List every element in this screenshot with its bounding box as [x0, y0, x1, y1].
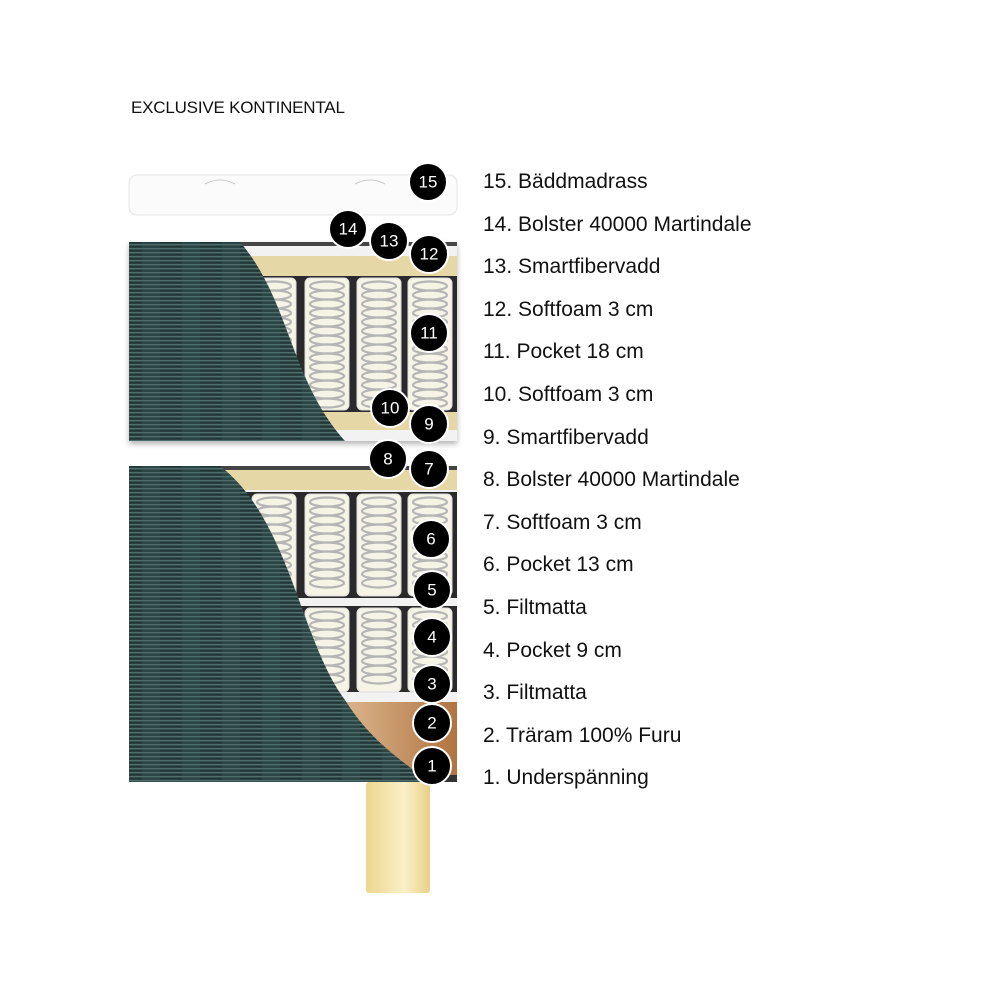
layer-label-12: 12. Softfoam 3 cm: [483, 297, 654, 321]
layer-label-3: 3. Filtmatta: [483, 681, 587, 705]
badge-number: 10: [381, 399, 400, 418]
layer-label-5: 5. Filtmatta: [483, 596, 587, 619]
cover-fabric: [129, 466, 430, 782]
badge-number: 9: [424, 415, 433, 434]
badge-number: 7: [424, 460, 433, 479]
badge-number: 1: [427, 757, 436, 776]
layer-badge-1: 1: [412, 746, 452, 786]
layer-badge-6: 6: [411, 519, 451, 559]
badge-number: 5: [427, 581, 436, 600]
layer-label-11: 11. Pocket 18 cm: [483, 340, 644, 364]
bed-leg: [366, 782, 430, 893]
cover-fabric: [129, 242, 345, 441]
layer-badge-9: 9: [409, 404, 449, 444]
layer-label-7: 7. Softfoam 3 cm: [483, 510, 642, 534]
badge-number: 15: [419, 173, 438, 192]
layer-badge-5: 5: [412, 570, 452, 610]
layer-badge-12: 12: [409, 234, 449, 274]
layer-label-2: 2. Träram 100% Furu: [483, 723, 682, 747]
layer-badge-4: 4: [412, 617, 452, 657]
layer-badge-13: 13: [369, 221, 409, 261]
layer-label-1: 1. Underspänning: [483, 766, 649, 790]
layer-label-10: 10. Softfoam 3 cm: [483, 383, 654, 406]
badge-number: 6: [426, 530, 435, 549]
layer-badge-8: 8: [368, 439, 408, 479]
topper-mattress: [128, 174, 458, 216]
spring-pocket: [356, 277, 402, 411]
layer-label-4: 4. Pocket 9 cm: [483, 638, 622, 662]
spring-pocket: [304, 493, 350, 597]
badge-number: 13: [380, 232, 399, 251]
badge-number: 4: [427, 628, 436, 647]
layer-badge-14: 14: [328, 209, 368, 249]
layer-badge-10: 10: [370, 388, 410, 428]
product-title: EXCLUSIVE KONTINENTAL: [131, 98, 345, 117]
layer-badge-7: 7: [409, 449, 449, 489]
layer-label-13: 13. Smartfibervadd: [483, 255, 661, 279]
layer-badge-15: 15: [408, 162, 448, 202]
badge-number: 2: [427, 714, 436, 733]
spring-pocket: [304, 277, 350, 411]
spring-pocket: [356, 493, 402, 597]
badge-number: 12: [420, 245, 439, 264]
layer-badge-2: 2: [412, 703, 452, 743]
layer-label-8: 8. Bolster 40000 Martindale: [483, 468, 740, 492]
layer-label-6: 6. Pocket 13 cm: [483, 553, 634, 577]
badge-number: 8: [383, 450, 392, 469]
spring-pocket: [356, 607, 402, 693]
badge-number: 11: [420, 324, 438, 343]
layer-badge-11: 11: [409, 313, 449, 353]
continental-base: [129, 466, 457, 782]
badge-number: 3: [427, 675, 436, 694]
badge-number: 14: [339, 220, 358, 239]
layer-badge-3: 3: [412, 664, 452, 704]
layer-label-15: 15. Bäddmadrass: [483, 170, 648, 193]
layer-label-14: 14. Bolster 40000 Martindale: [483, 212, 752, 236]
layer-label-9: 9. Smartfibervadd: [483, 425, 649, 449]
